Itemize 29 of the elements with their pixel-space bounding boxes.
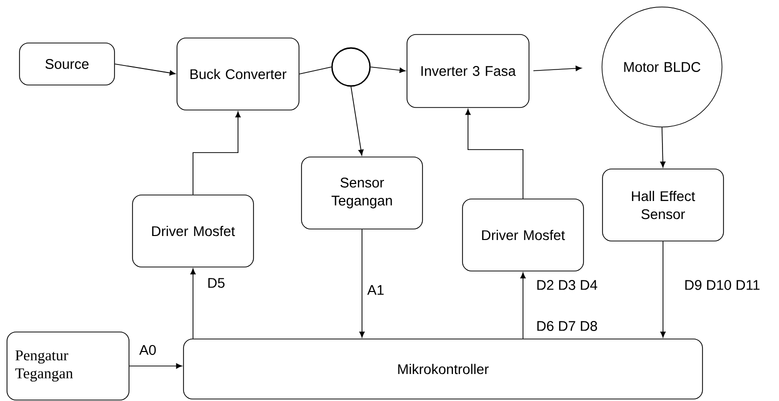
arrow — [370, 66, 406, 73]
process-box: Inverter 3 Fasa — [406, 34, 530, 108]
arrow — [660, 241, 666, 338]
arrow — [533, 66, 582, 72]
arrow — [114, 64, 176, 76]
edge-label: A0 — [138, 344, 158, 356]
edge-label: D2 D3 D4 — [535, 279, 599, 291]
process-box: Driver Mosfet — [462, 198, 584, 272]
process-box: Source — [19, 42, 115, 86]
process-box: Sensor Tegangan — [301, 156, 423, 230]
arrow — [465, 108, 524, 199]
pin-label: D6 D7 D8 — [537, 321, 598, 331]
edge-label: D5 — [206, 277, 226, 289]
edge-label: A1 — [366, 284, 386, 296]
arrow — [192, 111, 241, 195]
arrow — [660, 126, 666, 168]
process-box: Hall Effect Sensor — [602, 168, 724, 242]
edge-label: D9 D10 D11 — [683, 279, 762, 291]
arrow — [359, 228, 365, 338]
arrow — [520, 272, 526, 339]
circle-node — [331, 47, 371, 87]
process-box: Mikrokontroller — [183, 338, 703, 400]
process-box: Pengatur Tegangan — [6, 332, 130, 400]
process-box: Buck Converter — [176, 38, 300, 110]
arrow — [190, 268, 196, 339]
circle-node: Motor BLDC — [602, 6, 722, 128]
process-box: Driver Mosfet — [132, 194, 254, 268]
arrow — [129, 363, 182, 369]
arrow — [350, 86, 364, 156]
